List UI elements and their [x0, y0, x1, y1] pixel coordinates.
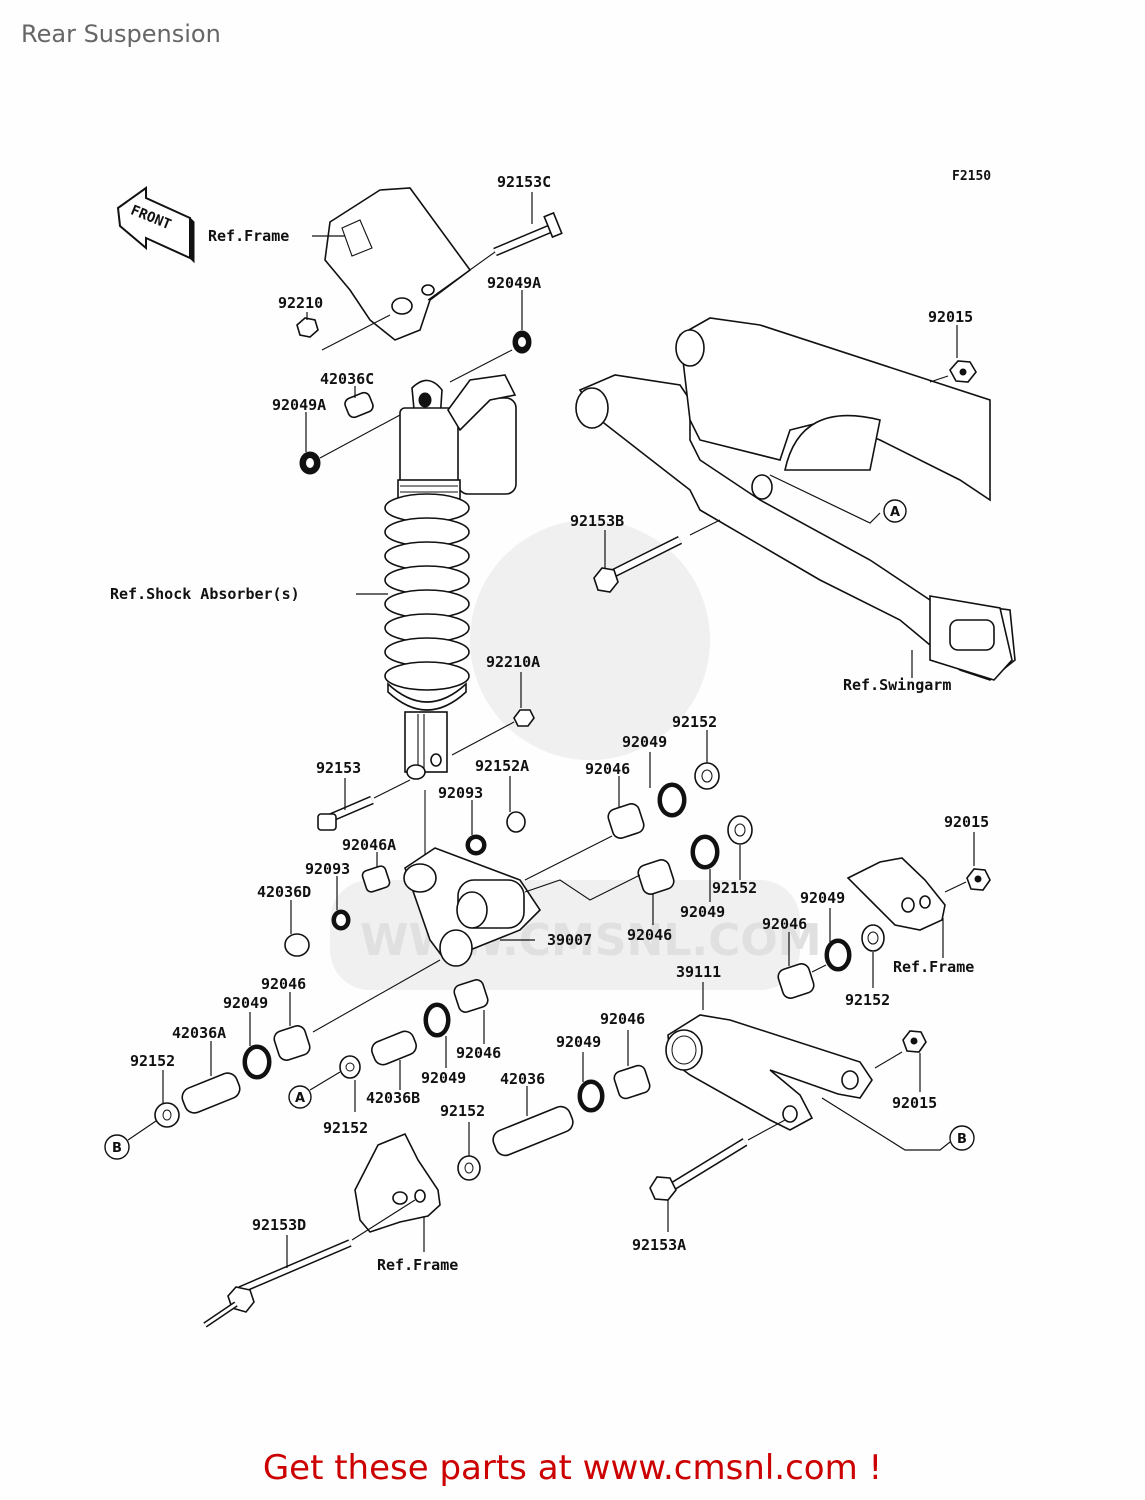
figure-code: F2150: [952, 169, 991, 184]
nut-92210A: [513, 709, 535, 727]
part-92049A-upper: 92049A: [487, 274, 541, 292]
bearing-92046-lower: [613, 1064, 651, 1100]
nut-92210: [296, 317, 319, 338]
bearing-92046A: [361, 865, 391, 893]
part-92049-lower: 92049: [556, 1033, 601, 1051]
bearing-92046-top: [607, 803, 645, 839]
washer-92152A: [506, 811, 526, 833]
part-92153C: 92153C: [497, 173, 551, 191]
part-92015-lower: 92015: [892, 1094, 937, 1112]
part-39007: 39007: [547, 931, 592, 949]
ref-shock-absorber: Ref.Shock Absorber(s): [110, 585, 300, 603]
upper-frame-bracket: [324, 187, 472, 341]
part-92049-left: 92049: [223, 994, 268, 1012]
part-39111: 39111: [676, 963, 721, 981]
part-92046-center: 92046: [456, 1044, 501, 1062]
right-frame-bracket: [846, 857, 946, 931]
collar-42036C: [344, 391, 374, 419]
part-42036A: 42036A: [172, 1024, 226, 1042]
ref-swingarm: Ref.Swingarm: [843, 676, 951, 694]
promo-footer-link[interactable]: Get these parts at www.cmsnl.com !: [262, 1448, 883, 1488]
bolt-92153A: [649, 1138, 748, 1201]
part-92210: 92210: [278, 294, 323, 312]
connector-B-left: [104, 1134, 130, 1160]
lower-frame-bracket: [354, 1132, 441, 1233]
part-42036D: 42036D: [257, 883, 311, 901]
bolt-92153C: [493, 211, 563, 257]
swingarm: [575, 317, 1016, 681]
connector-A-left-label: A: [295, 1091, 305, 1106]
connector-A-swingarm-label: A: [890, 505, 900, 520]
bolt-92153D: [203, 1239, 352, 1328]
rocker-arm-39007: [403, 847, 542, 967]
part-42036B: 42036B: [366, 1089, 420, 1107]
part-92152-center: 92152: [323, 1119, 368, 1137]
part-92049-mid: 92049: [680, 903, 725, 921]
part-92046-right: 92046: [762, 915, 807, 933]
connector-A-swingarm: [883, 499, 907, 523]
bolt-92153: [317, 795, 374, 831]
part-92210A: 92210A: [486, 653, 540, 671]
connector-B-right-label: B: [957, 1132, 967, 1147]
ref-frame-top: Ref.Frame: [208, 227, 289, 245]
bearing-92046-right: [777, 963, 815, 999]
shock-absorber: [384, 374, 517, 780]
part-92015-right: 92015: [944, 813, 989, 831]
part-92049-top: 92049: [622, 733, 667, 751]
page-title: Rear Suspension: [21, 20, 221, 48]
front-arrow-icon: FRONT: [116, 186, 195, 264]
part-42036: 42036: [500, 1070, 545, 1088]
part-92049A-lower: 92049A: [272, 396, 326, 414]
part-92049-center: 92049: [421, 1069, 466, 1087]
ref-frame-right: Ref.Frame: [893, 958, 974, 976]
part-42036C: 42036C: [320, 370, 374, 388]
connector-A-left: [288, 1085, 312, 1109]
collar-42036B: [371, 1030, 417, 1066]
part-92046A: 92046A: [342, 836, 396, 854]
part-92093-lower: 92093: [305, 860, 350, 878]
part-92152-lower: 92152: [440, 1102, 485, 1120]
bolt-92153B: [593, 535, 683, 593]
collar-42036: [492, 1105, 574, 1157]
part-92152-mid: 92152: [712, 879, 757, 897]
part-92153B: 92153B: [570, 512, 624, 530]
collar-42036A: [181, 1072, 241, 1114]
bearing-92046-center: [453, 979, 489, 1013]
part-92152-top: 92152: [672, 713, 717, 731]
tie-rod-39111: [665, 1014, 873, 1131]
part-92093-upper: 92093: [438, 784, 483, 802]
part-92049-right: 92049: [800, 889, 845, 907]
part-92153A: 92153A: [632, 1236, 686, 1254]
connector-B-right: [949, 1125, 975, 1151]
collar-42036D: [284, 933, 310, 957]
part-92152-right: 92152: [845, 991, 890, 1009]
bearing-92046-left: [273, 1025, 311, 1061]
part-92015-top: 92015: [928, 308, 973, 326]
connector-B-left-label: B: [112, 1141, 122, 1156]
part-92046-lower: 92046: [600, 1010, 645, 1028]
ref-frame-bottom: Ref.Frame: [377, 1256, 458, 1274]
part-92152-left: 92152: [130, 1052, 175, 1070]
part-92152A: 92152A: [475, 757, 529, 775]
part-92046-top: 92046: [585, 760, 630, 778]
part-92153: 92153: [316, 759, 361, 777]
part-92046-mid: 92046: [627, 926, 672, 944]
bearing-92046-mid: [637, 859, 675, 895]
part-92046-left: 92046: [261, 975, 306, 993]
part-92153D: 92153D: [252, 1216, 306, 1234]
